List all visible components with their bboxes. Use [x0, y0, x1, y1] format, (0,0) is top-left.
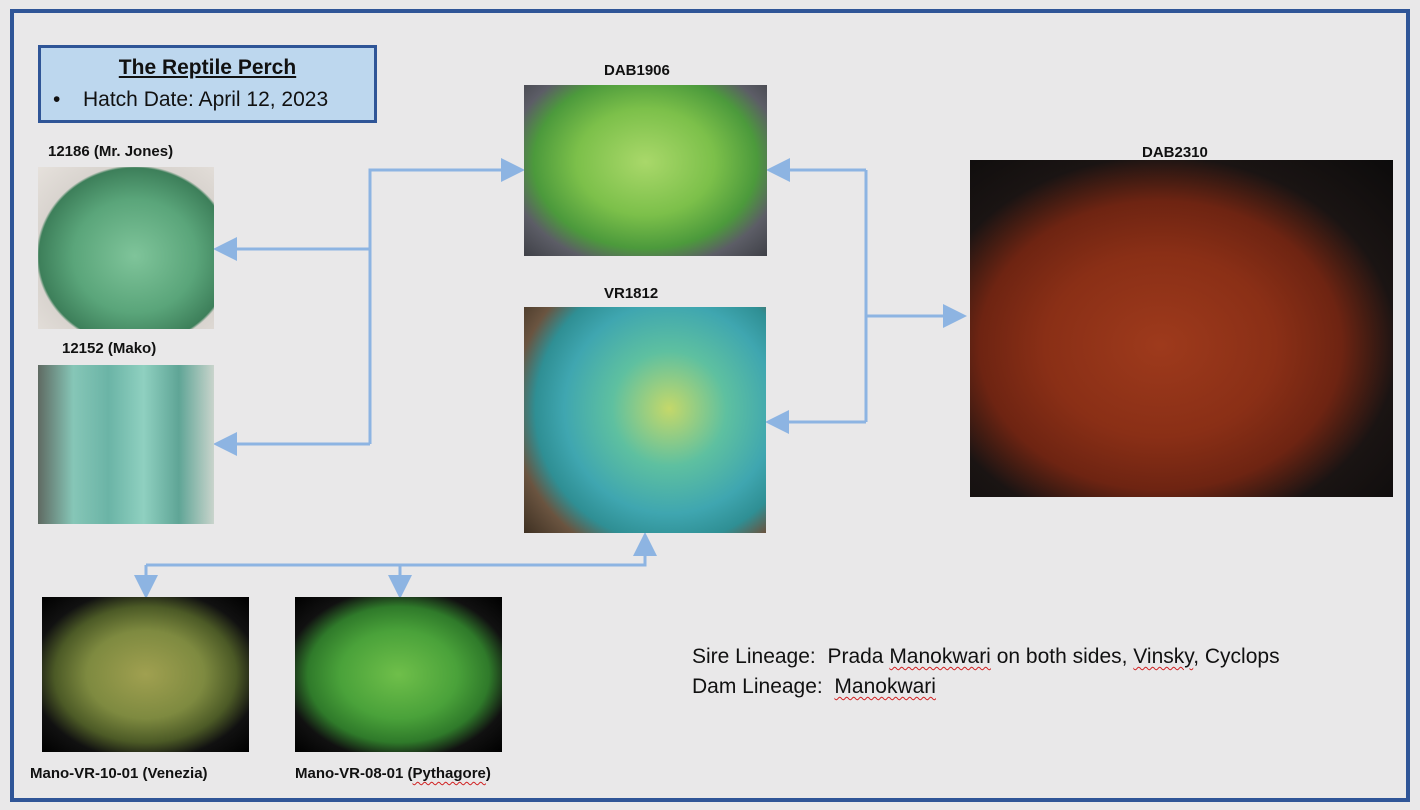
pythagore-suffix: ) — [485, 765, 491, 782]
pythagore-id: Mano-VR-08-01 ( — [295, 765, 413, 782]
slide-frame — [10, 9, 1410, 802]
photo-pythagore — [295, 597, 502, 752]
lineage-notes: Sire Lineage: Prada Manokwari on both si… — [692, 642, 1280, 702]
sire-lineage-post: , Cyclops — [1193, 645, 1280, 668]
connector-offspring — [864, 170, 964, 422]
label-dab2310: DAB2310 — [1142, 144, 1208, 161]
hatch-date-text: Hatch Date: April 12, 2023 — [83, 88, 329, 111]
photo-dab2310 — [970, 160, 1393, 497]
dam-lineage: Dam Lineage: Manokwari — [692, 672, 1280, 702]
label-dab1906: DAB1906 — [604, 62, 670, 79]
sire-lineage-pre: Prada — [827, 645, 890, 668]
dam-lineage-word1: Manokwari — [834, 675, 936, 698]
bullet-icon: • — [53, 88, 61, 111]
photo-dab1906 — [524, 85, 767, 256]
breeder-title: The Reptile Perch — [118, 56, 297, 79]
photo-venezia — [42, 597, 249, 752]
sire-lineage-word2: Vinsky — [1133, 645, 1194, 668]
label-mako: 12152 (Mako) — [62, 340, 157, 357]
connector-dam-parents — [146, 532, 657, 567]
sire-lineage: Sire Lineage: Prada Manokwari on both si… — [692, 642, 1280, 672]
sire-lineage-mid: on both sides, — [990, 645, 1134, 668]
label-mr-jones: 12186 (Mr. Jones) — [48, 143, 174, 160]
sire-lineage-word1: Manokwari — [889, 645, 991, 668]
title-box: The Reptile Perch • Hatch Date: April 12,… — [38, 45, 377, 123]
hatch-date: • Hatch Date: April 12, 2023 — [53, 88, 328, 112]
photo-vr1812 — [524, 307, 766, 533]
label-pythagore: Mano-VR-08-01 (Pythagore) — [295, 765, 491, 782]
sire-lineage-label: Sire Lineage: — [692, 645, 816, 668]
label-venezia: Mano-VR-10-01 (Venezia) — [30, 765, 208, 782]
label-vr1812: VR1812 — [604, 285, 659, 302]
pythagore-name: Pythagore — [412, 765, 486, 782]
photo-mr-jones — [38, 167, 214, 329]
photo-mako — [38, 365, 214, 524]
connector-sire-parents — [368, 158, 525, 444]
dam-lineage-label: Dam Lineage: — [692, 675, 823, 698]
